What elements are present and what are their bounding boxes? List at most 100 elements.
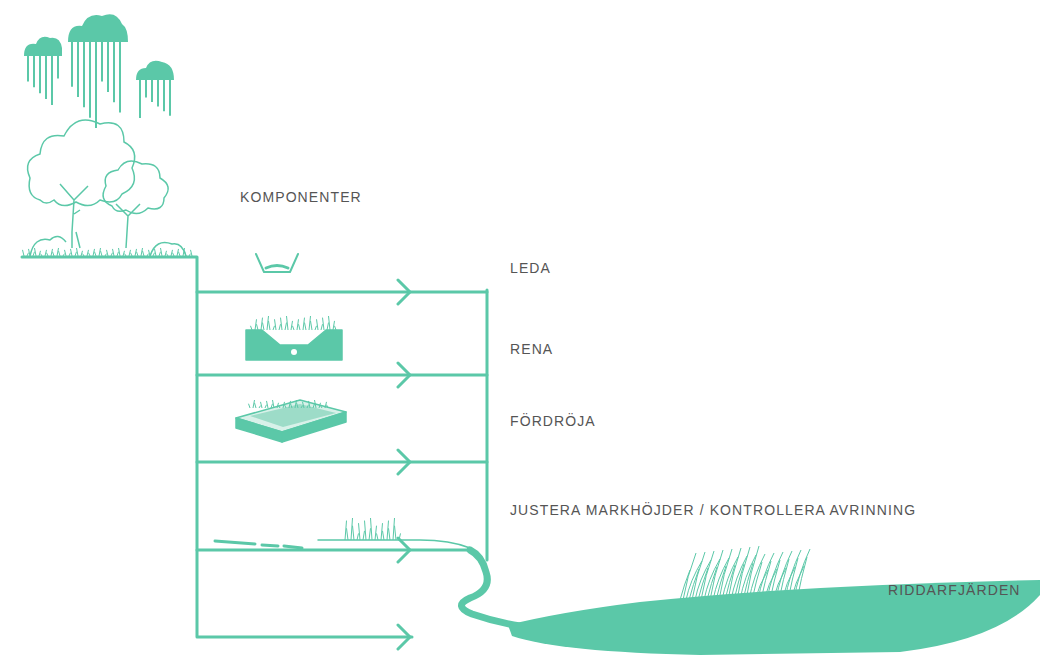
terrain-line (215, 541, 302, 548)
grass-stroke (277, 403, 279, 408)
grass-stroke (249, 404, 251, 408)
grass-stroke (185, 251, 187, 256)
rain-line (27, 56, 29, 81)
reed (734, 564, 744, 600)
grass-stroke (309, 401, 311, 408)
grass-stroke (393, 518, 395, 540)
grass-stroke (371, 518, 373, 540)
grass-stroke (23, 250, 25, 256)
reed (794, 549, 810, 600)
grass-stroke (47, 253, 49, 256)
grass (23, 248, 811, 600)
rain-line (157, 80, 159, 107)
grass-stroke (141, 248, 143, 256)
grass-stroke (119, 248, 121, 256)
grass-stroke (267, 316, 269, 330)
grass-stroke (317, 319, 319, 330)
grass-stroke (179, 252, 181, 256)
grass-stroke (159, 252, 161, 256)
grass-stroke (353, 526, 355, 540)
component-label: RENA (510, 341, 553, 357)
grass-stroke (71, 249, 73, 256)
grass-stroke (173, 253, 175, 256)
grass-stroke (101, 251, 103, 256)
grass-stroke (333, 321, 335, 330)
grass-stroke (105, 254, 107, 256)
reed (743, 563, 753, 600)
grass-stroke (149, 250, 151, 256)
grass-stroke (363, 531, 365, 540)
flow-line (197, 291, 487, 294)
grass-stroke (99, 248, 101, 256)
grass-stroke (261, 402, 263, 408)
channel-icon (266, 266, 288, 269)
grass-stroke (279, 406, 281, 408)
grass-stroke (147, 254, 149, 256)
rain-line (151, 80, 153, 102)
grass-stroke (77, 248, 79, 256)
reed (797, 557, 807, 600)
grass-stroke (291, 321, 293, 330)
grass-stroke (59, 251, 61, 256)
rain-line (57, 56, 59, 79)
grass-stroke (375, 526, 377, 540)
grass-stroke (383, 531, 385, 540)
grass-stroke (319, 403, 321, 408)
grass-stroke (357, 533, 359, 540)
grass-stroke (273, 326, 275, 330)
terrain-line (318, 540, 470, 548)
rain-line (101, 42, 103, 82)
reed (707, 567, 717, 600)
grass-stroke (155, 249, 157, 256)
grass-stroke (269, 321, 271, 330)
grass-stroke (53, 252, 55, 256)
grass-stroke (131, 253, 133, 256)
grass-stroke (285, 323, 287, 330)
rain-line (169, 80, 171, 116)
grass-stroke (293, 326, 295, 330)
rain-line (39, 56, 41, 93)
rain-line (95, 42, 97, 128)
rain-line (139, 80, 141, 118)
grass-stroke (315, 400, 317, 408)
grass-stroke (83, 254, 85, 256)
grass-stroke (327, 323, 329, 330)
grass-stroke (57, 248, 59, 256)
grass-stroke (33, 252, 35, 256)
grass-stroke (153, 253, 155, 256)
rain-line (89, 42, 91, 118)
flow-line (197, 461, 487, 464)
component-label: LEDA (510, 260, 551, 276)
grass-stroke (399, 533, 401, 540)
rain-line (45, 56, 47, 99)
grass-stroke (329, 316, 331, 330)
grass-stroke (369, 528, 371, 540)
grass-stroke (295, 400, 297, 408)
rain-line (145, 80, 147, 97)
grass-stroke (255, 403, 257, 408)
grass-stroke (75, 252, 77, 256)
flow-line (486, 290, 489, 560)
grass-stroke (275, 319, 277, 330)
grass-stroke (81, 251, 83, 256)
grass-stroke (395, 526, 397, 540)
grass-stroke (315, 326, 317, 330)
rain-line (71, 42, 73, 87)
grass-stroke (183, 248, 185, 256)
grass-stroke (137, 252, 139, 256)
grass-stroke (297, 403, 299, 408)
grass-stroke (95, 252, 97, 256)
reed (737, 547, 750, 600)
grass-stroke (27, 253, 29, 256)
grass-stroke (271, 404, 273, 408)
grass-stroke (321, 324, 323, 330)
grass-stroke (253, 400, 255, 408)
rain-line (163, 80, 165, 111)
grass-stroke (279, 324, 281, 330)
grass-stroke (307, 405, 309, 408)
grass-stroke (259, 406, 261, 408)
arrow-head (398, 280, 410, 649)
grass-stroke (267, 401, 269, 408)
grass-stroke (251, 326, 253, 330)
rain-line (51, 56, 53, 105)
